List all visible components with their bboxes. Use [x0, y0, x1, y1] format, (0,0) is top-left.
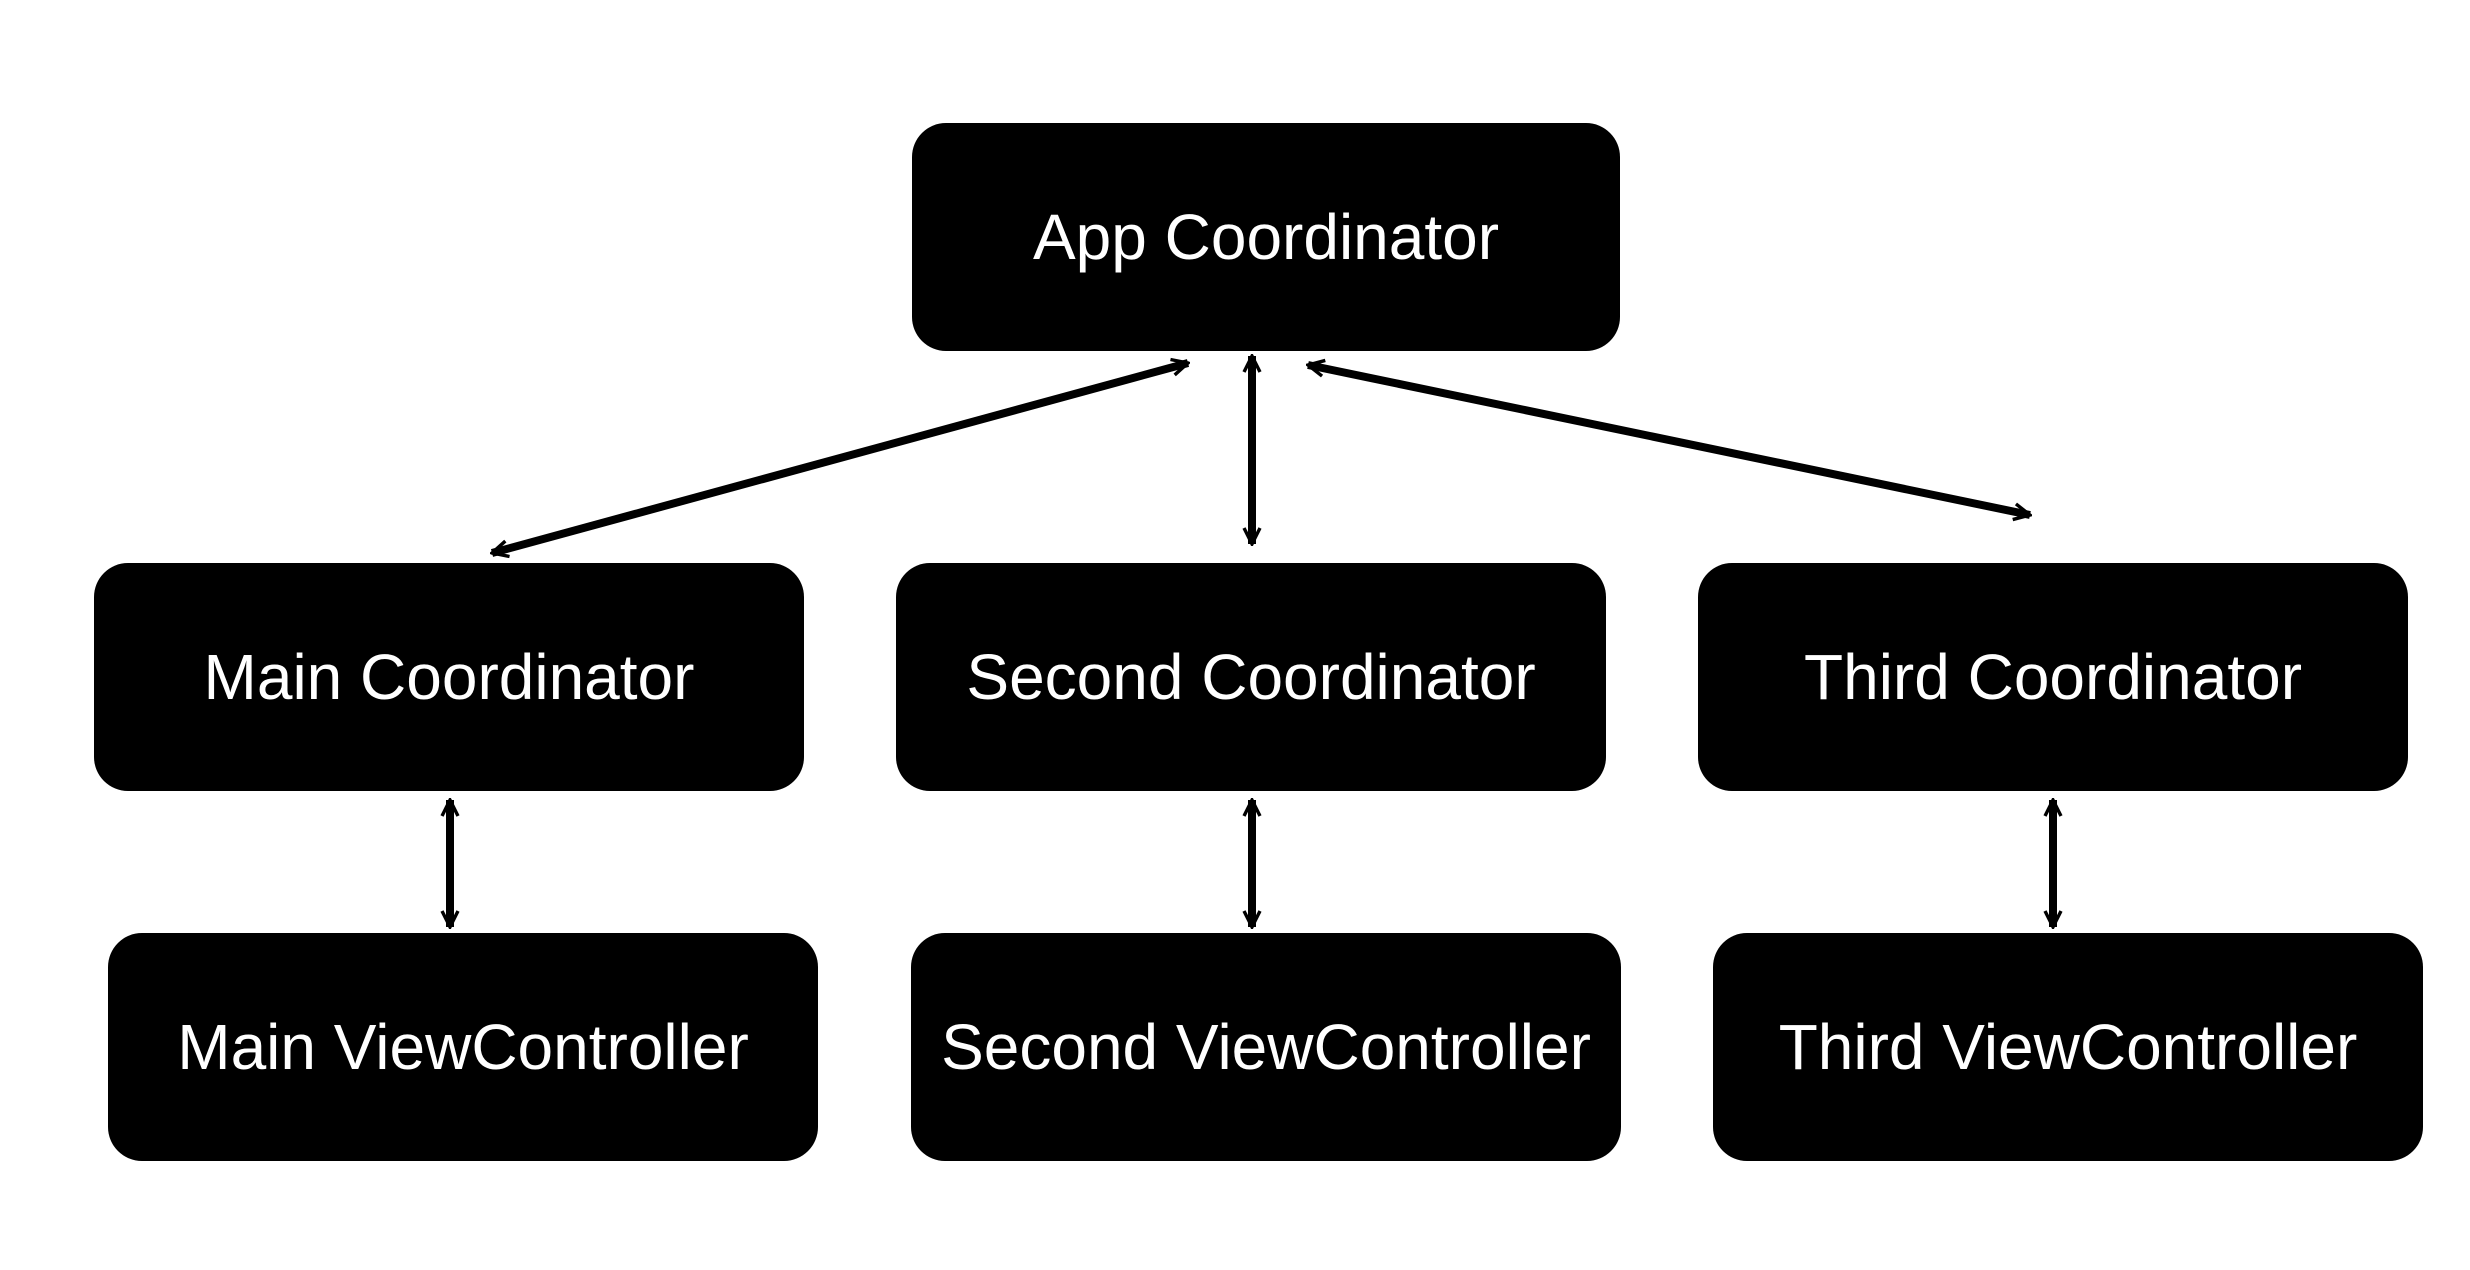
edge-app-main-coordinator: [492, 363, 1188, 553]
main-coordinator-node: Main Coordinator: [94, 563, 804, 791]
second-view-controller-node: Second ViewController: [911, 933, 1621, 1161]
main-view-controller-node: Main ViewController: [108, 933, 818, 1161]
second-coordinator-node: Second Coordinator: [896, 563, 1606, 791]
third-coordinator-label: Third Coordinator: [1804, 641, 2302, 713]
second-view-controller-label: Second ViewController: [941, 1011, 1591, 1083]
app-coordinator-label: App Coordinator: [1032, 201, 1500, 273]
main-view-controller-label: Main ViewController: [177, 1011, 749, 1083]
third-coordinator-node: Third Coordinator: [1698, 563, 2408, 791]
third-view-controller-label: Third ViewController: [1778, 1011, 2358, 1083]
second-coordinator-label: Second Coordinator: [966, 641, 1536, 713]
edge-app-third-coordinator: [1308, 365, 2030, 515]
third-view-controller-node: Third ViewController: [1713, 933, 2423, 1161]
app-coordinator-node: App Coordinator: [912, 123, 1620, 351]
main-coordinator-label: Main Coordinator: [203, 641, 695, 713]
